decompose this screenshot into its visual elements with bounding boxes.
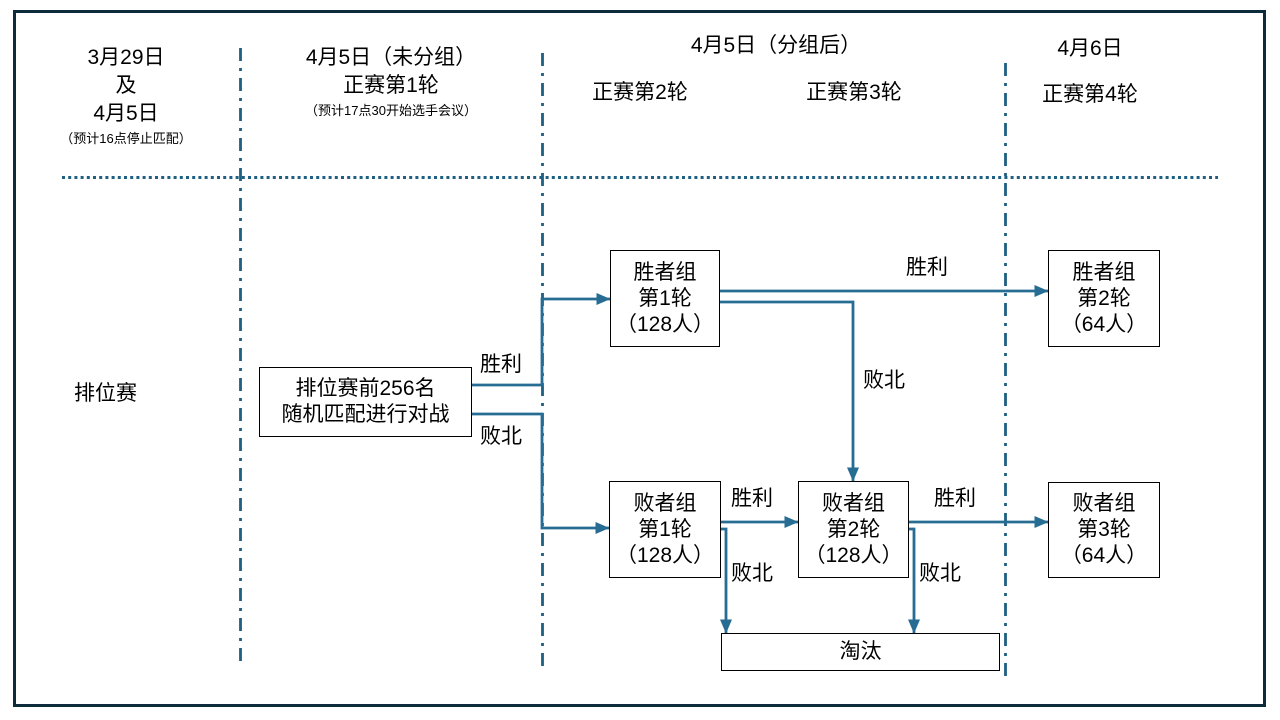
header-col2-dates: 4月5日（未分组） 正赛第1轮 [305, 46, 477, 97]
header-col1: 3月29日 及 4月5日 （预计16点停止匹配） [60, 44, 191, 147]
header-col2: 4月5日（未分组） 正赛第1轮 （预计17点30开始选手会议） [305, 44, 477, 119]
box-losers-round2: 败者组 第2轮 （128人） [798, 481, 909, 578]
edge-label-losers-r2-lose: 败北 [919, 562, 961, 585]
box-winners-round1: 胜者组 第1轮 （128人） [610, 250, 720, 347]
edge-label-winners-r1-lose: 败北 [863, 369, 905, 392]
lane-label-ranked: 排位赛 [74, 382, 137, 405]
outer-frame [13, 10, 1266, 707]
box-winners-round2: 胜者组 第2轮 （64人） [1048, 250, 1160, 347]
header-col3-date: 4月5日（分组后） [690, 34, 862, 57]
header-col1-note: （预计16点停止匹配） [60, 131, 192, 146]
header-col2-note: （预计17点30开始选手会议） [305, 103, 477, 118]
header-col4-round4: 正赛第4轮 [1042, 83, 1138, 106]
edge-losers-r2-to-eliminated [908, 527, 920, 634]
edge-label-qualifier-lose: 败北 [480, 425, 522, 448]
edge-label-qualifier-win: 胜利 [480, 353, 522, 376]
header-col3-round2: 正赛第2轮 [592, 81, 688, 104]
edge-winners-r1-to-losers-r2 [720, 300, 859, 482]
box-eliminated: 淘汰 [721, 633, 1000, 671]
box-losers-round1: 败者组 第1轮 （128人） [609, 481, 721, 578]
box-losers-round3: 败者组 第3轮 （64人） [1048, 482, 1160, 578]
header-col3: 4月5日（分组后） [691, 32, 861, 60]
edge-qualifier-to-winners-r1 [472, 293, 611, 387]
edge-label-winners-r1-win: 胜利 [906, 256, 948, 279]
edge-qualifier-to-losers-r1 [472, 412, 610, 534]
header-col1-dates: 3月29日 及 4月5日 [87, 46, 165, 125]
header-col4: 4月6日 [1057, 35, 1122, 63]
edge-label-losers-r1-win: 胜利 [731, 487, 773, 510]
edge-losers-r1-to-eliminated [720, 527, 732, 634]
edge-label-losers-r1-lose: 败北 [731, 562, 773, 585]
header-col3-round3: 正赛第3轮 [806, 81, 902, 104]
box-qualifier-match: 排位赛前256名 随机匹配进行对战 [259, 367, 472, 437]
edge-label-losers-r2-win: 胜利 [934, 487, 976, 510]
header-col4-date: 4月6日 [1057, 37, 1123, 60]
